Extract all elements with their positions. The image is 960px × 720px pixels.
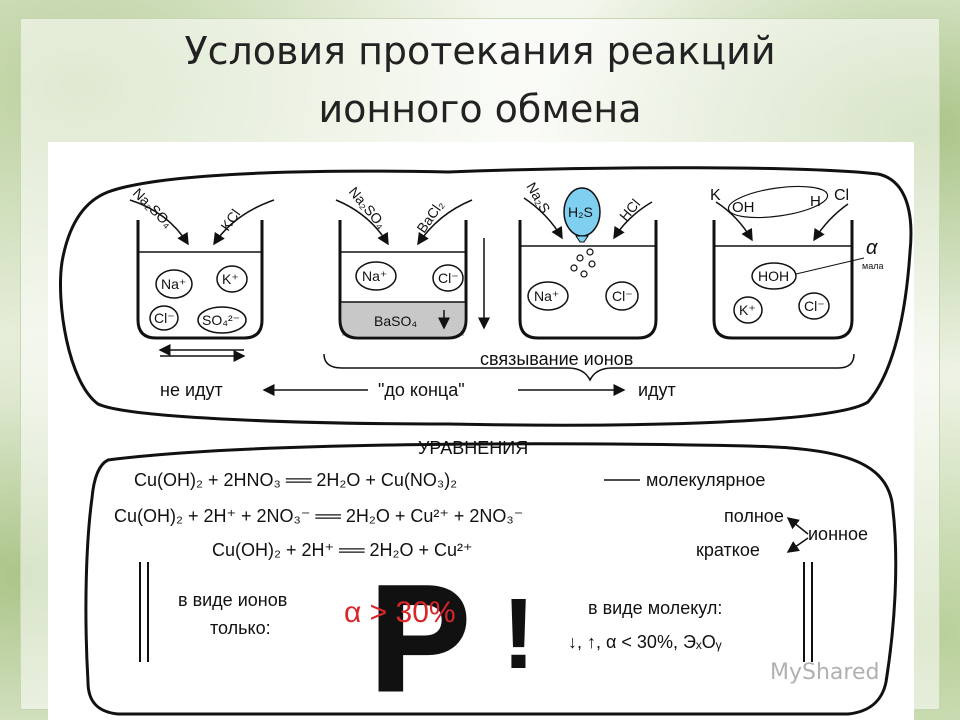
title-line-2: ионного обмена [318,87,642,131]
title-line-1: Условия протекания реакций [184,29,776,73]
reaction-diagram: Na₂SO₄ KCl Na⁺ K⁺ Cl⁻ SO₄²⁻ Na₂SO₄ BaCl₂… [59,166,913,720]
beaker-2-precipitate-label: BaSO₄ [374,313,417,329]
beaker-1-ion-k: K⁺ [222,271,239,287]
ions-only-line-2: только: [210,618,271,638]
diagram-panel: Na₂SO₄ KCl Na⁺ K⁺ Cl⁻ SO₄²⁻ Na₂SO₄ BaCl₂… [48,142,914,720]
beaker-4-ion-cl: Cl⁻ [804,298,825,314]
beaker-4: K OH H Cl HOH α мала K⁺ Cl⁻ [710,185,883,340]
equations-container [84,442,898,716]
watermark-text: MyShared [770,660,880,685]
beaker-2: Na₂SO₄ BaCl₂ Na⁺ Cl⁻ BaSO₄ [335,184,490,340]
beaker-1-ion-so4: SO₄²⁻ [202,312,240,328]
beaker-4-reagent-h: H [810,193,821,210]
big-letter-r: Р [370,554,470,720]
caption-binding-ions: связывание ионов [480,349,633,369]
beaker-3-ion-na: Na⁺ [534,288,559,304]
alpha-rule: α > 30% [344,596,456,629]
caption-go: идут [638,380,676,400]
beaker-2-ion-na: Na⁺ [362,268,387,284]
molecules-line-2: ↓, ↑, α < 30%, ЭₓOᵧ [568,632,722,652]
beaker-1-reagent-right: KCl [217,206,243,234]
molecules-line-1: в виде молекул: [588,598,722,618]
top-container [59,166,913,427]
equations-header: УРАВНЕНИЯ [418,438,528,458]
beaker-1-ion-na: Na⁺ [161,276,186,292]
label-ionic: ионное [808,524,868,544]
beaker-4-ion-k: K⁺ [739,302,756,318]
beaker-2-reagent-right: BaCl₂ [413,197,447,235]
beaker-3-gas-label: H₂S [568,204,593,220]
slide-title: Условия протекания реакций ионного обмен… [0,22,960,138]
beaker-3-reagent-left: Na₂S [523,180,553,216]
equation-full-ionic: Cu(OH)₂ + 2H⁺ + 2NO₃⁻ ══ 2H₂O + Cu²⁺ + 2… [114,506,523,526]
exclamation-mark: ! [502,578,535,690]
beaker-3-reagent-right: HCl [616,196,643,224]
equation-short-ionic: Cu(OH)₂ + 2H⁺ ══ 2H₂O + Cu²⁺ [212,540,473,560]
beaker-1: Na₂SO₄ KCl Na⁺ K⁺ Cl⁻ SO₄²⁻ [129,185,275,340]
label-full: полное [724,506,784,526]
label-short: краткое [696,540,760,560]
label-molecular: молекулярное [646,470,765,490]
caption-to-end: "до конца" [378,380,465,400]
beaker-4-reagent-k: K [710,187,721,204]
ions-only-line-1: в виде ионов [178,590,287,610]
alpha-note: мала [862,261,883,271]
beaker-3: Na₂S HCl H₂S Na⁺ Cl⁻ [518,180,658,340]
alpha-symbol: α [866,237,878,259]
beaker-4-molecule-hoh: HOH [758,268,789,284]
beaker-4-reagent-oh: OH [732,199,755,216]
beaker-1-ion-cl: Cl⁻ [154,310,175,326]
beaker-4-reagent-cl: Cl [834,187,849,204]
caption-not-go: не идут [160,380,223,400]
beaker-2-ion-cl: Cl⁻ [438,270,459,286]
equation-molecular: Cu(OH)₂ + 2HNO₃ ══ 2H₂O + Cu(NO₃)₂ [134,470,457,490]
watermark: MyShared [770,660,940,690]
beaker-3-ion-cl: Cl⁻ [612,288,633,304]
